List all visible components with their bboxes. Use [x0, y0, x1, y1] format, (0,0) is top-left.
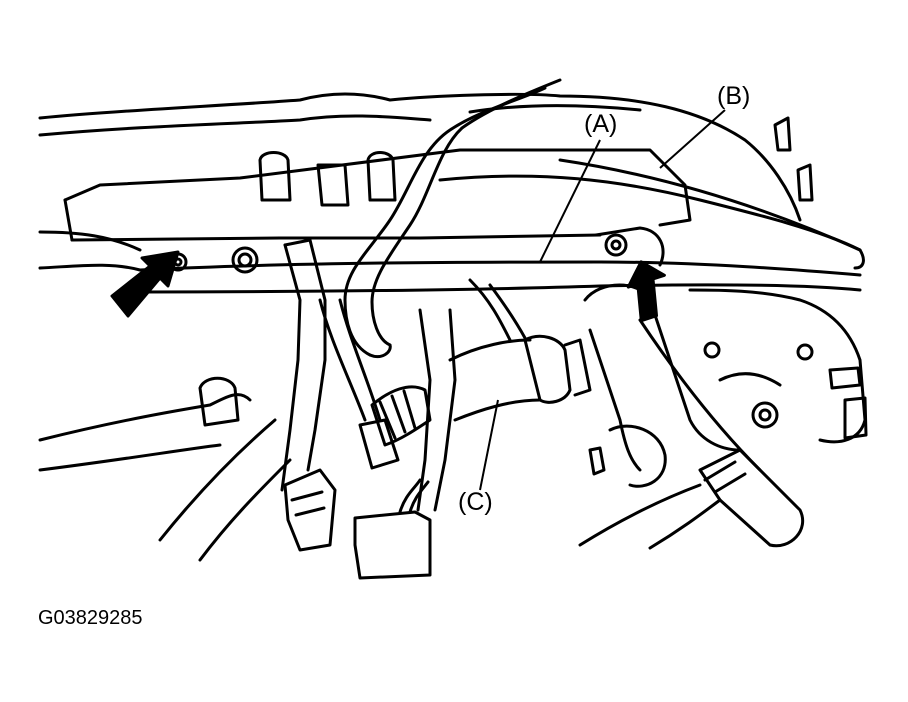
label-C: (C) [458, 488, 493, 516]
leader-A [539, 139, 601, 263]
engine-bolt-1 [703, 341, 721, 359]
corrugated-boot [370, 385, 432, 447]
right-arrow [626, 260, 666, 323]
curved-pipe-inner [370, 78, 562, 347]
washer-left [231, 246, 259, 274]
left-arrow [110, 250, 180, 318]
manifold-rail-bottom [70, 233, 602, 242]
strap-right-2 [433, 308, 457, 512]
right-bolt [604, 233, 628, 257]
pipe-end [368, 343, 392, 359]
left-rail-line [38, 230, 142, 252]
connector-right [353, 510, 432, 580]
manifold-boss-2 [316, 163, 350, 207]
thermostat-housing [583, 283, 742, 452]
sensor-line-lower [578, 483, 702, 547]
wire-mid [318, 298, 367, 422]
engine-bolt-2 [796, 343, 814, 361]
leader-B [659, 109, 726, 169]
manifold-boss-3 [366, 151, 397, 202]
hose-clamp [523, 334, 572, 404]
small-stub [588, 446, 606, 476]
connector-left [283, 468, 337, 552]
lower-hose [468, 278, 512, 342]
label-A: (A) [584, 110, 618, 138]
strap-cross [283, 238, 312, 247]
stud-bolt-1 [773, 116, 792, 152]
connector-right-wires [398, 478, 430, 514]
manifold-rail-top [63, 148, 692, 227]
thermo-cap [608, 424, 667, 488]
sensor-collar [703, 460, 747, 494]
harness-A-upper [138, 260, 862, 277]
strap-left-outer [280, 243, 302, 492]
thermostat-housing-2 [588, 328, 642, 472]
label-B: (B) [717, 82, 751, 110]
lower-hose-2 [488, 283, 527, 340]
strap-left-inner [306, 238, 327, 472]
sensor-body [698, 448, 805, 548]
engine-stud-right-2 [843, 396, 868, 440]
harness-line-B [558, 158, 865, 270]
bracket-right [594, 226, 665, 267]
engine-rib [718, 372, 782, 387]
frame-diagonal [158, 418, 277, 542]
hose-C-lower [453, 398, 542, 422]
boot-ribs [378, 389, 417, 440]
engine-bolt-3-inner [758, 408, 772, 422]
strap-right [416, 308, 432, 512]
sensor-line-lower-2 [648, 498, 722, 550]
harness-A-lower [138, 283, 862, 294]
connector-left-detail [290, 490, 326, 517]
engine-bolt-3 [751, 401, 779, 429]
stud-bolt-2 [796, 163, 814, 202]
engine-cover-inner [38, 114, 432, 137]
leader-C [479, 399, 499, 491]
harness-line-B-lower [438, 174, 862, 252]
frame-bolt [198, 376, 240, 427]
wire-mid-2 [338, 298, 382, 422]
frame-diagonal-2 [198, 458, 292, 562]
engine-cover-outline [38, 92, 802, 222]
hose-clamp-2 [563, 338, 592, 397]
engine-stud-right [828, 366, 862, 390]
right-bolt-inner [610, 239, 622, 251]
frame-left-lower [38, 443, 222, 472]
washer-left-inner [237, 252, 253, 268]
manifold-boss-1 [258, 151, 292, 202]
figure-code: G03829285 [38, 607, 143, 629]
curved-pipe-outer [343, 86, 547, 357]
left-rail-line-2 [38, 263, 142, 272]
